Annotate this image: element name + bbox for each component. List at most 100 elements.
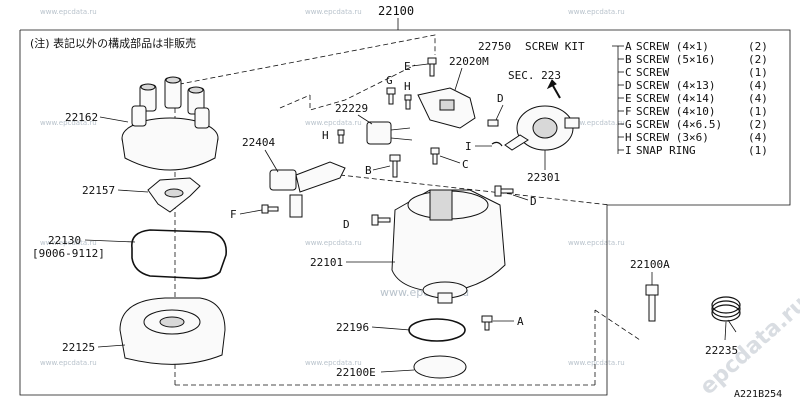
assembly-outline — [279, 94, 311, 109]
watermark: www.epcdata.ru — [40, 119, 97, 127]
screw-d[interactable] — [371, 214, 391, 226]
callout-22101: 22101 — [310, 256, 343, 269]
arrow-icon — [551, 83, 561, 99]
rotor[interactable] — [147, 177, 201, 213]
letter-c: C — [462, 158, 469, 171]
screw-kit-item-letter: G — [625, 118, 632, 131]
screw-kit-item[interactable]: C SCREW (1) — [625, 66, 768, 79]
ignition-coil[interactable] — [417, 87, 476, 129]
screw-kit-item-letter: D — [625, 79, 632, 92]
cap-gasket[interactable] — [131, 229, 227, 280]
watermark: www.epcdata.ru — [568, 239, 625, 247]
letter-d: D — [530, 195, 537, 208]
leader-line — [99, 116, 129, 123]
watermark: www.epcdata.ru — [568, 119, 625, 127]
screw-kit-item[interactable]: F SCREW (4×10) (1) — [625, 105, 768, 118]
note-text: (注) 表記以外の構成部品は非販売 — [30, 36, 196, 50]
screw-kit-item[interactable]: G SCREW (4×6.5) (2) — [625, 118, 768, 131]
screw-f[interactable] — [261, 204, 279, 214]
watermark: www.epcdata.ru — [305, 8, 362, 16]
screw-kit-item-qty: (2) — [748, 53, 768, 66]
screw-kit-item-qty: (4) — [748, 79, 768, 92]
screw-kit-item-letter: C — [625, 66, 632, 79]
letter-g: G — [386, 74, 393, 87]
leader-line — [239, 209, 263, 215]
screw-c[interactable] — [430, 147, 440, 165]
screw-kit-item-qty: (1) — [748, 105, 768, 118]
screw-kit-item-name: SCREW (4×10) — [636, 105, 715, 118]
callout-22100A: 22100A — [630, 258, 670, 271]
screw-kit-item-qty: (2) — [748, 118, 768, 131]
screw-kit-item-qty: (1) — [748, 144, 768, 157]
watermark: www.epcdata.ru — [568, 8, 625, 16]
screw-d[interactable] — [487, 119, 499, 127]
leader-line — [264, 149, 279, 173]
letter-f: F — [230, 208, 237, 221]
letter-a: A — [517, 315, 524, 328]
callout-22020M: 22020M — [449, 55, 489, 68]
screw-kit-item-qty: (4) — [748, 131, 768, 144]
snap-ring[interactable] — [491, 141, 503, 147]
screw-kit-item-name: SCREW (4×13) — [636, 79, 715, 92]
leader-line — [117, 189, 149, 193]
spring[interactable] — [711, 296, 741, 333]
watermark: www.epcdata.ru — [40, 359, 97, 367]
watermark: www.epcdata.ru — [40, 8, 97, 16]
screw-kit-item-qty: (4) — [748, 92, 768, 105]
screw-kit-item-name: SCREW (4×14) — [636, 92, 715, 105]
crank-angle-sensor[interactable] — [269, 161, 346, 218]
distributor-housing[interactable] — [391, 189, 506, 304]
screw-kit-item-name: SCREW (4×6.5) — [636, 118, 722, 131]
callout-22125: 22125 — [62, 341, 95, 354]
screw-kit-item-qty: (2) — [748, 40, 768, 53]
letter-d: D — [497, 92, 504, 105]
assembly-outline — [174, 34, 436, 385]
screw-h[interactable] — [337, 129, 345, 144]
screw-h[interactable] — [404, 94, 412, 110]
assembly-outline — [594, 309, 641, 341]
leader-line — [371, 326, 411, 331]
screw-kit-item-name: SCREW — [636, 66, 669, 79]
bolt[interactable] — [645, 284, 659, 322]
watermark: www.epcdata.ru — [305, 239, 362, 247]
screw-kit-item[interactable]: D SCREW (4×13) (4) — [625, 79, 768, 92]
screw-kit-part: 22750 — [478, 40, 511, 53]
leader-line — [439, 155, 461, 164]
seal-plate[interactable] — [119, 297, 226, 365]
distributor-cap[interactable] — [121, 76, 219, 171]
screw-kit-item-letter: B — [625, 53, 632, 66]
screw-b[interactable] — [389, 154, 401, 178]
leader-line — [97, 344, 126, 348]
screw-a[interactable] — [481, 315, 493, 331]
screw-d[interactable] — [494, 185, 514, 197]
seal[interactable] — [413, 355, 467, 379]
assembly-outline — [309, 64, 416, 111]
screw-kit-item-qty: (1) — [748, 66, 768, 79]
screw-kit-item-name: SNAP RING — [636, 144, 696, 157]
screw-kit-item-letter: F — [625, 105, 632, 118]
callout-22196: 22196 — [336, 321, 369, 334]
screw-kit-label: SCREW KIT — [525, 40, 585, 53]
watermark: www.epcdata.ru — [305, 359, 362, 367]
o-ring[interactable] — [408, 318, 466, 342]
letter-b: B — [365, 164, 372, 177]
letter-d: D — [343, 218, 350, 231]
section-reference[interactable]: SEC. 223 — [508, 69, 561, 82]
figure-code: A221B254 — [734, 389, 782, 400]
screw-kit-item-letter: E — [625, 92, 632, 105]
screw-kit-item[interactable]: E SCREW (4×14) (4) — [625, 92, 768, 105]
module[interactable] — [366, 121, 413, 145]
leader-line — [372, 165, 391, 171]
screw-kit-list: 22750 SCREW KIT — [478, 40, 619, 154]
screw-e[interactable] — [427, 57, 437, 77]
screw-g[interactable] — [386, 87, 396, 105]
callout-22100E: 22100E — [336, 366, 376, 379]
letter-i: I — [465, 140, 472, 153]
vacuum-controller[interactable] — [504, 105, 580, 151]
assembly-outline — [339, 174, 611, 206]
